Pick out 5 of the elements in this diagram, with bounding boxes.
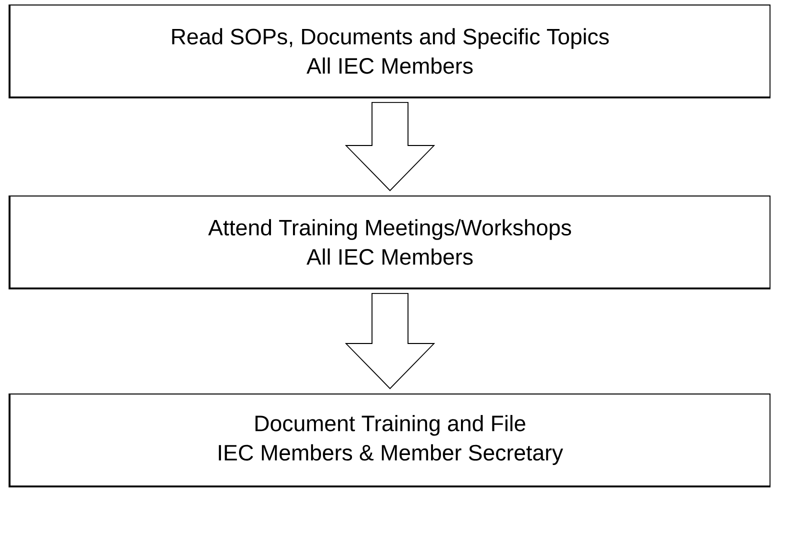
process-box: Document Training and File IEC Members & Member Secretary bbox=[8, 394, 770, 488]
process-box: Read SOPs, Documents and Specific Topics All IEC Members bbox=[8, 4, 770, 98]
block-arrow bbox=[344, 102, 436, 192]
process-box: Attend Training Meetings/Workshops All IEC Members bbox=[8, 196, 770, 290]
block-arrow bbox=[344, 293, 436, 390]
